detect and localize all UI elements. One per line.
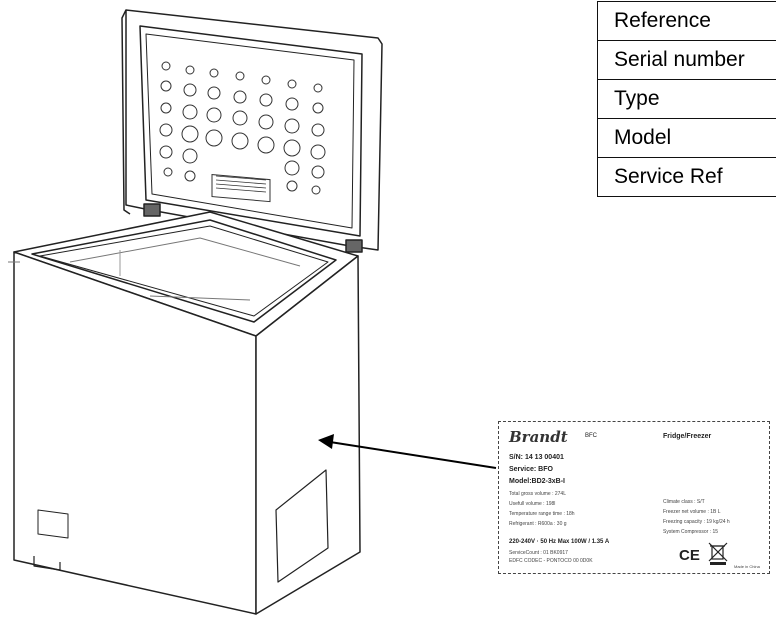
spec-line: System Compressor : 15	[663, 529, 719, 535]
serial-number: S/N: 14 13 00401	[509, 454, 564, 461]
spec-line: Temperature range time : 18h	[509, 511, 575, 517]
table-row: Reference	[597, 1, 776, 41]
table-row: Serial number	[597, 40, 776, 80]
rating-plate: Brandt BFC Fridge/Freezer S/N: 14 13 004…	[498, 421, 770, 574]
table-cell-model: Model	[597, 118, 776, 158]
table-row: Service Ref	[597, 157, 776, 197]
spec-line: Freezing capacity : 19 kg/24 h	[663, 519, 730, 525]
spec-line: Total gross volume : 274L	[509, 491, 566, 497]
pointer-arrow	[318, 434, 497, 469]
brand-sub: BFC	[585, 433, 597, 439]
service-code: Service: BFO	[509, 466, 553, 473]
reference-table-container: Reference Serial number Type Model Servi…	[597, 0, 776, 270]
brand-logo: Brandt	[509, 428, 568, 446]
reference-table: Reference Serial number Type Model Servi…	[597, 1, 776, 197]
electrical-rating: 220-240V · 50 Hz Max 100W / 1.35 A	[509, 539, 610, 545]
spec-line: Climate class : S/T	[663, 499, 705, 505]
weee-bin-icon	[708, 542, 728, 565]
model-code: Model:BD2-3xB-I	[509, 478, 566, 485]
table-cell-reference: Reference	[597, 1, 776, 41]
service-line: EDFC CODEC - PONTOCO 00 0D0K	[509, 558, 593, 564]
table-cell-service-ref: Service Ref	[597, 157, 776, 197]
made-in: Made in China	[734, 564, 760, 569]
table-row: Type	[597, 79, 776, 119]
table-cell-serial-number: Serial number	[597, 40, 776, 80]
table-cell-type: Type	[597, 79, 776, 119]
spec-line: Freezer net volume : 1B L	[663, 509, 721, 515]
ce-mark-icon: CE	[679, 547, 700, 564]
product-type: Fridge/Freezer	[663, 433, 712, 440]
service-line: ServiceCount : 01 BK0917	[509, 550, 568, 556]
spec-line: Usefull volume : 198l	[509, 501, 556, 507]
spec-line: Refrigerant : R600a : 30 g	[509, 521, 567, 527]
table-row: Model	[597, 118, 776, 158]
